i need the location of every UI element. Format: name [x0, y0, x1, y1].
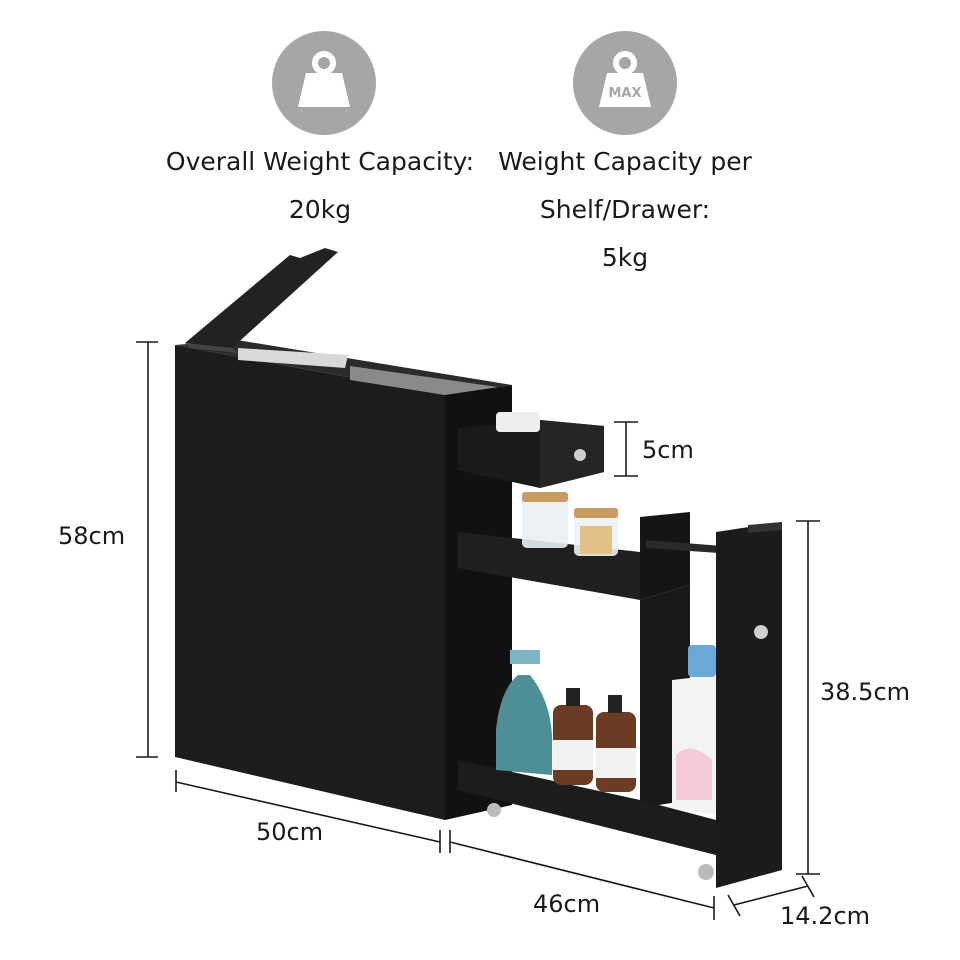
dimension-cart-height: 38.5cm	[820, 678, 911, 706]
overall-capacity-value: 20kg	[288, 195, 352, 224]
shelf-bottles	[496, 645, 716, 815]
dimension-cart-width: 14.2cm	[780, 902, 871, 930]
max-weight-icon: MAX	[573, 31, 677, 135]
drawer	[458, 412, 604, 488]
dimension-lines	[136, 341, 820, 920]
max-icon-text: MAX	[608, 86, 641, 101]
dimension-drawer-height: 5cm	[642, 436, 694, 464]
flip-lid	[185, 248, 338, 353]
shelf-capacity-value: 5kg	[601, 243, 649, 272]
dimension-cart-depth: 46cm	[533, 890, 601, 918]
overall-capacity-label: Overall Weight Capacity:	[165, 147, 475, 176]
shelf-capacity-label-line1: Weight Capacity per	[498, 147, 752, 176]
dimension-cabinet-depth: 50cm	[256, 818, 324, 846]
shelf-jars	[522, 492, 618, 556]
shelf-capacity-label-line2: Shelf/Drawer:	[539, 195, 711, 224]
cabinet-body	[175, 340, 512, 820]
dimension-height-total: 58cm	[58, 522, 126, 550]
weight-icon	[272, 31, 376, 135]
